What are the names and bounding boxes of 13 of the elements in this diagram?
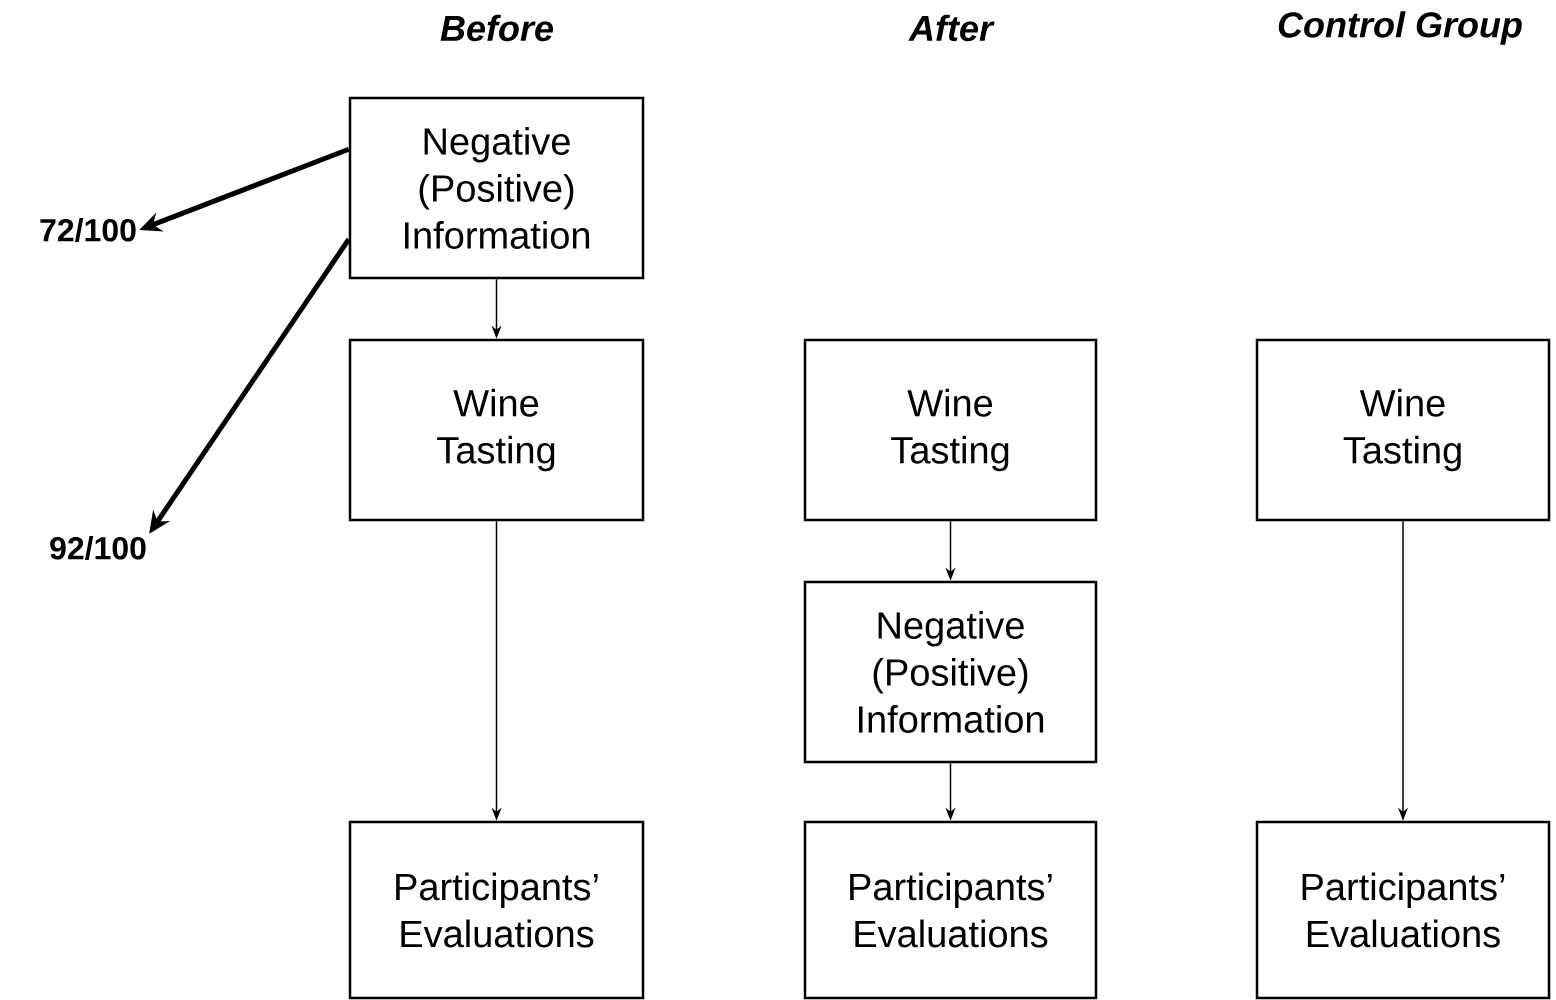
process-box: Wine Tasting xyxy=(803,338,1098,522)
process-box: Negative (Positive) Information xyxy=(348,96,645,280)
column-heading: Control Group xyxy=(1278,11,1522,45)
column-heading: After xyxy=(908,14,995,42)
column-heading: Before xyxy=(440,14,553,42)
process-box: Participants’ Evaluations xyxy=(803,820,1098,1000)
score-label: 92/100 xyxy=(50,536,146,560)
process-box: Negative (Positive) Information xyxy=(803,580,1098,764)
score-label: 72/100 xyxy=(40,218,136,242)
process-box: Wine Tasting xyxy=(1255,338,1551,522)
process-box: Participants’ Evaluations xyxy=(1255,820,1551,1000)
process-box: Wine Tasting xyxy=(348,338,645,522)
process-box: Participants’ Evaluations xyxy=(348,820,645,1000)
